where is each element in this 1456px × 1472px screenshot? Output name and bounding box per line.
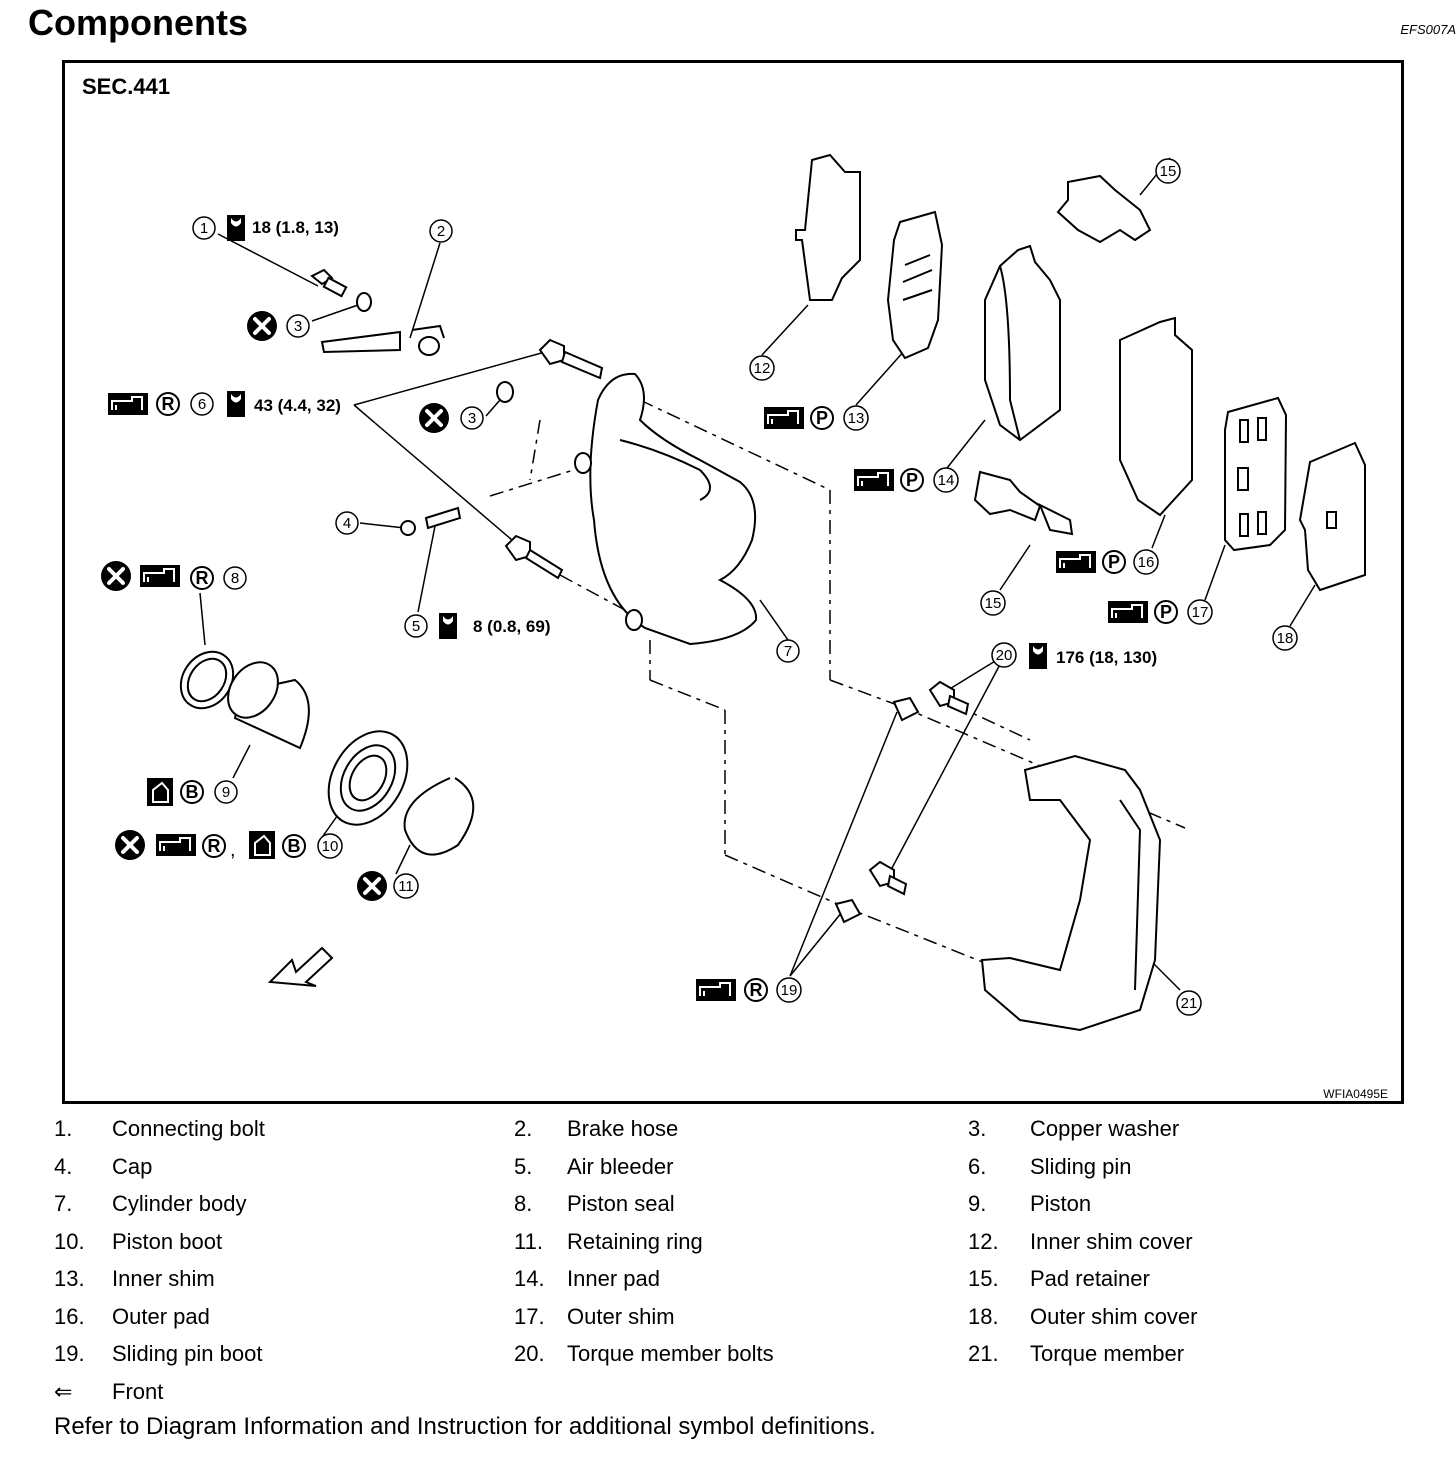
- legend-number: 5.: [514, 1153, 533, 1179]
- torque-labels: 18 (1.8, 13) 43 (4.4, 32) 8 (0.8, 69) 17…: [252, 218, 1157, 667]
- legend-label: Torque member bolts: [567, 1341, 774, 1366]
- legend-label: Inner pad: [567, 1266, 660, 1291]
- legend-label: Torque member: [1030, 1341, 1185, 1366]
- legend-label: Inner shim cover: [1030, 1228, 1193, 1254]
- symbol-b: B: [288, 836, 301, 856]
- callouts: 1 2 3 3 4 5 6 7 8 9 10 11 12 13 14 15 15…: [190, 158, 1298, 1016]
- legend-number: 12.: [968, 1228, 999, 1254]
- legend-number: 17.: [514, 1303, 545, 1329]
- callout-18: 18: [1277, 630, 1294, 647]
- legend-number: 2.: [514, 1116, 533, 1141]
- symbol-r: R: [162, 394, 175, 414]
- callout-19: 19: [781, 982, 798, 999]
- letter-symbols: R R R R P P P P B B: [156, 392, 1178, 1002]
- legend-label: Piston boot: [112, 1228, 223, 1254]
- legend-number: 6.: [968, 1153, 987, 1179]
- legend-label: Pad retainer: [1030, 1266, 1150, 1291]
- legend-number: 7.: [54, 1191, 73, 1216]
- legend-label: Retaining ring: [567, 1228, 703, 1254]
- callout-10: 10: [322, 838, 339, 855]
- callout-15: 15: [1160, 163, 1177, 180]
- legend-label: Cap: [112, 1153, 153, 1179]
- legend-number: 9.: [968, 1191, 987, 1216]
- legend-number: 16.: [54, 1303, 85, 1329]
- callout-12: 12: [754, 360, 771, 377]
- legend-number: 10.: [54, 1228, 85, 1254]
- callout-6: 6: [198, 396, 206, 413]
- legend-number: 18.: [968, 1303, 999, 1329]
- callout-13: 13: [848, 410, 865, 427]
- legend-number: 20.: [514, 1341, 545, 1366]
- legend-label: Piston seal: [567, 1191, 675, 1216]
- legend-number: 15.: [968, 1266, 999, 1291]
- legend-label: Brake hose: [567, 1116, 679, 1141]
- legend-number: 8.: [514, 1191, 533, 1216]
- callout-20: 20: [996, 647, 1013, 664]
- callout-3: 3: [294, 318, 302, 335]
- legend-number: 19.: [54, 1341, 85, 1366]
- legend-number: 4.: [54, 1153, 73, 1179]
- legend-number: ⇐: [54, 1378, 73, 1404]
- callout-21: 21: [1181, 995, 1198, 1012]
- exploded-view-diagram: R R R R P P P P B B , 18 (1.8, 13) 43 (4…: [99, 153, 1366, 1032]
- legend-number: 11.: [514, 1228, 543, 1254]
- legend-number: 21.: [968, 1341, 999, 1366]
- legend-number: 1.: [54, 1116, 73, 1141]
- symbol-p: P: [816, 408, 828, 428]
- symbol-r: R: [750, 980, 763, 1000]
- footnote: Refer to Diagram Information and Instruc…: [54, 1413, 876, 1440]
- symbol-p: P: [1108, 552, 1120, 572]
- callout-5: 5: [412, 618, 420, 635]
- legend-label: Sliding pin: [1030, 1153, 1132, 1179]
- document-code: EFS007A: [1400, 22, 1456, 37]
- callout-16: 16: [1138, 554, 1155, 571]
- figure-id: WFIA0495E: [1323, 1087, 1388, 1101]
- diagram-frame: [62, 60, 1404, 1104]
- torque-20: 176 (18, 130): [1056, 648, 1157, 667]
- page-title: Components: [28, 2, 248, 43]
- legend-label: Sliding pin boot: [112, 1341, 263, 1366]
- symbol-p: P: [1160, 602, 1172, 622]
- legend-label: Piston: [1030, 1191, 1092, 1216]
- symbol-r: R: [208, 836, 221, 856]
- callout-9: 9: [222, 784, 230, 801]
- legend-label: Connecting bolt: [112, 1116, 265, 1141]
- legend-number: 3.: [968, 1116, 987, 1141]
- symbol-p: P: [906, 470, 918, 490]
- legend-label: Inner shim: [112, 1266, 215, 1291]
- torque-5: 8 (0.8, 69): [473, 617, 551, 636]
- torque-6: 43 (4.4, 32): [254, 396, 341, 415]
- legend-label: Front: [112, 1378, 164, 1404]
- parts: [179, 153, 1366, 1032]
- legend-label: Copper washer: [1030, 1116, 1180, 1141]
- callout-7: 7: [784, 643, 792, 660]
- callout-2: 2: [437, 223, 445, 240]
- symbol-b: B: [186, 782, 199, 802]
- symbol-separator: ,: [230, 839, 236, 861]
- legend-number: 13.: [54, 1266, 85, 1291]
- callout-11: 11: [398, 878, 414, 895]
- symbol-r: R: [196, 568, 209, 588]
- legend-label: Outer pad: [112, 1303, 210, 1329]
- legend-label: Outer shim: [567, 1303, 675, 1329]
- callout-17: 17: [1192, 604, 1209, 621]
- callout-1: 1: [200, 220, 208, 237]
- torque-1: 18 (1.8, 13): [252, 218, 339, 237]
- legend-number: 14.: [514, 1266, 545, 1291]
- section-label: SEC.441: [82, 74, 171, 99]
- callout-14: 14: [938, 472, 955, 489]
- callout-3: 3: [468, 410, 476, 427]
- legend-label: Outer shim cover: [1030, 1303, 1198, 1329]
- legend-label: Air bleeder: [567, 1153, 674, 1179]
- callout-8: 8: [231, 570, 239, 587]
- callout-15: 15: [985, 595, 1002, 612]
- legend-label: Cylinder body: [112, 1191, 247, 1216]
- callout-4: 4: [343, 515, 351, 532]
